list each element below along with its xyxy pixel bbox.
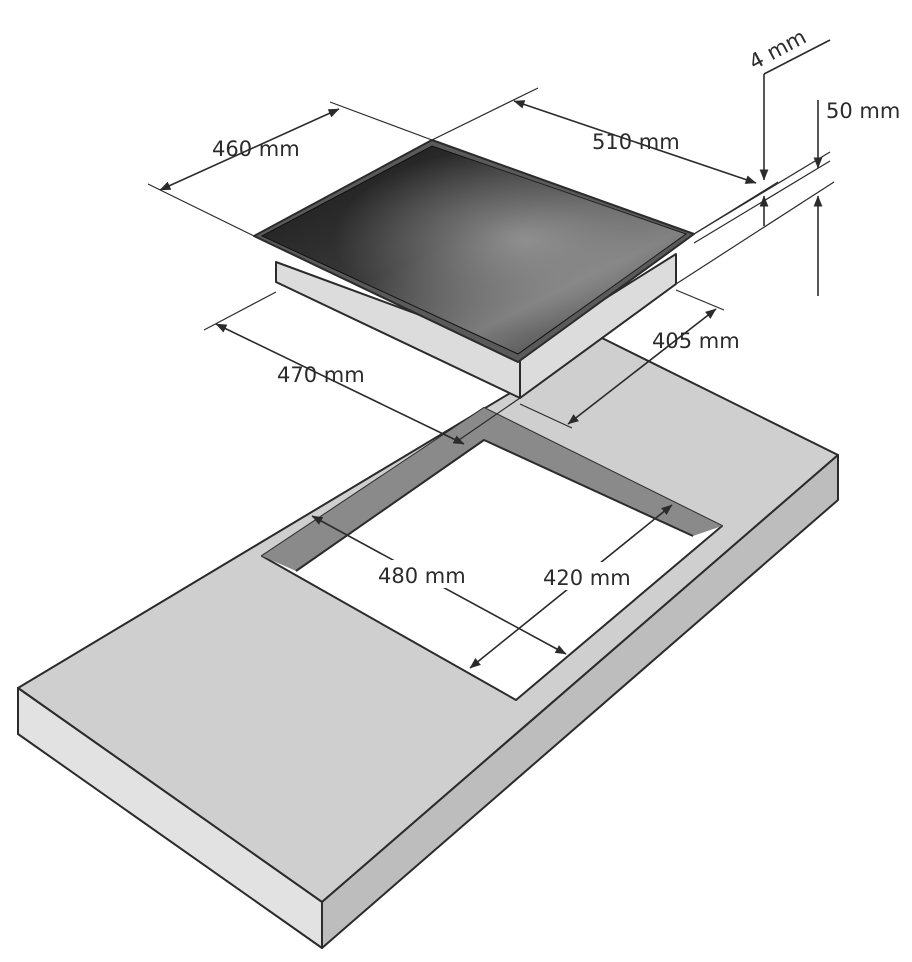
dimension-body-depth: 405 mm — [519, 289, 740, 429]
label-bg-480 — [374, 560, 474, 588]
dimension-hob-height: 50 mm — [675, 99, 900, 296]
dimension-glass-thickness: 4 mm — [693, 25, 831, 244]
dimension-label-420: 420 mm — [543, 566, 631, 590]
dimension-label-405: 405 mm — [652, 329, 740, 353]
cutout-back-right-wall — [484, 408, 722, 536]
hob-glass-shine — [262, 146, 686, 354]
dimension-label-510: 510 mm — [592, 130, 680, 154]
dimension-cutout-width: 480 mm — [311, 515, 567, 655]
label-bg-420 — [540, 562, 640, 590]
dimension-label-460: 460 mm — [212, 137, 300, 161]
dimension-hob-depth: 460 mm — [147, 101, 433, 237]
dimension-label-50: 50 mm — [826, 99, 900, 123]
dimension-cutout-depth: 420 mm — [469, 504, 673, 669]
dimension-body-width: 470 mm — [203, 291, 521, 445]
dimension-label-480: 480 mm — [378, 564, 466, 588]
dimension-hob-width: 510 mm — [431, 87, 779, 235]
dimension-label-470: 470 mm — [277, 363, 365, 387]
